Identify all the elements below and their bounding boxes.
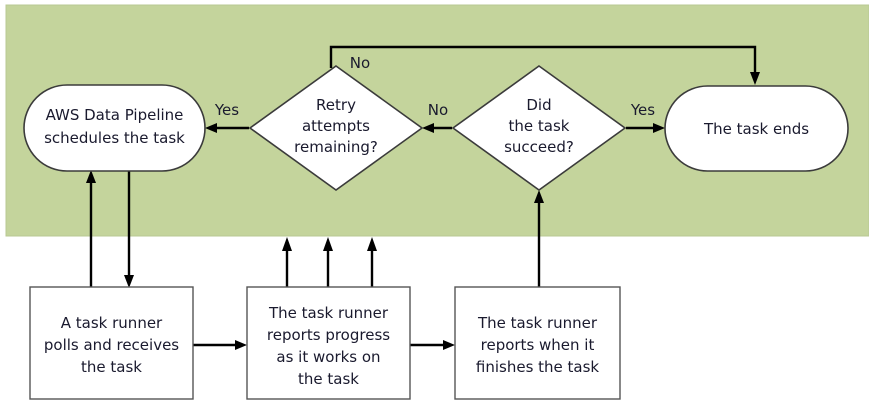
- node-succeed-line-2: the task: [509, 117, 570, 135]
- edge-succeed-no-to-retry: [422, 123, 452, 133]
- node-succeed-line-1: Did: [526, 96, 551, 114]
- node-schedules-line-2: schedules the task: [44, 129, 185, 147]
- node-schedules-line-1: AWS Data Pipeline: [46, 106, 184, 124]
- node-polls-line-1: A task runner: [61, 314, 163, 332]
- node-finish-line-3: finishes the task: [476, 358, 600, 376]
- edge-progress-report-1: [282, 237, 292, 287]
- edge-label-retry-no: No: [350, 54, 370, 72]
- node-task-runner-reports-finish[interactable]: The task runner reports when it finishes…: [454, 286, 621, 400]
- node-retry-line-2: attempts: [302, 117, 370, 135]
- node-polls-line-3: the task: [81, 358, 142, 376]
- node-progress-line-3: as it works on: [276, 348, 380, 366]
- node-schedules-task[interactable]: AWS Data Pipeline schedules the task: [23, 84, 206, 172]
- edge-label-succeed-no: No: [428, 101, 448, 119]
- edge-retry-yes-to-schedules: [205, 123, 249, 133]
- node-task-runner-reports-progress[interactable]: The task runner reports progress as it w…: [246, 286, 411, 400]
- edge-progress-report-3: [367, 237, 377, 287]
- edge-label-succeed-yes: Yes: [630, 101, 655, 119]
- node-task-ends[interactable]: The task ends: [664, 85, 849, 172]
- edge-retry-no-to-task-ends: [329, 45, 760, 85]
- edge-progress-to-finish: [410, 340, 455, 350]
- node-retry-line-1: Retry: [316, 96, 356, 114]
- node-progress-line-1: The task runner: [268, 304, 389, 322]
- edge-succeed-yes-to-task-ends: [626, 123, 665, 133]
- node-retry-attempts-decision[interactable]: Retry attempts remaining?: [248, 65, 424, 191]
- edge-polls-to-progress: [193, 340, 247, 350]
- node-retry-line-3: remaining?: [294, 138, 378, 156]
- node-task-runner-polls[interactable]: A task runner polls and receives the tas…: [29, 286, 194, 400]
- node-progress-line-4: the task: [298, 370, 359, 388]
- node-finish-line-2: reports when it: [481, 336, 595, 354]
- node-task-succeed-decision[interactable]: Did the task succeed?: [451, 65, 627, 191]
- node-polls-line-2: polls and receives: [44, 336, 179, 354]
- edge-label-retry-yes: Yes: [214, 101, 239, 119]
- edge-progress-report-2: [323, 237, 333, 287]
- edge-finish-to-succeed: [534, 190, 544, 287]
- edge-schedules-to-polls: [124, 171, 134, 288]
- node-task-ends-label: The task ends: [703, 120, 809, 138]
- node-succeed-line-3: succeed?: [504, 138, 574, 156]
- node-progress-line-2: reports progress: [267, 326, 390, 344]
- node-finish-line-1: The task runner: [477, 314, 598, 332]
